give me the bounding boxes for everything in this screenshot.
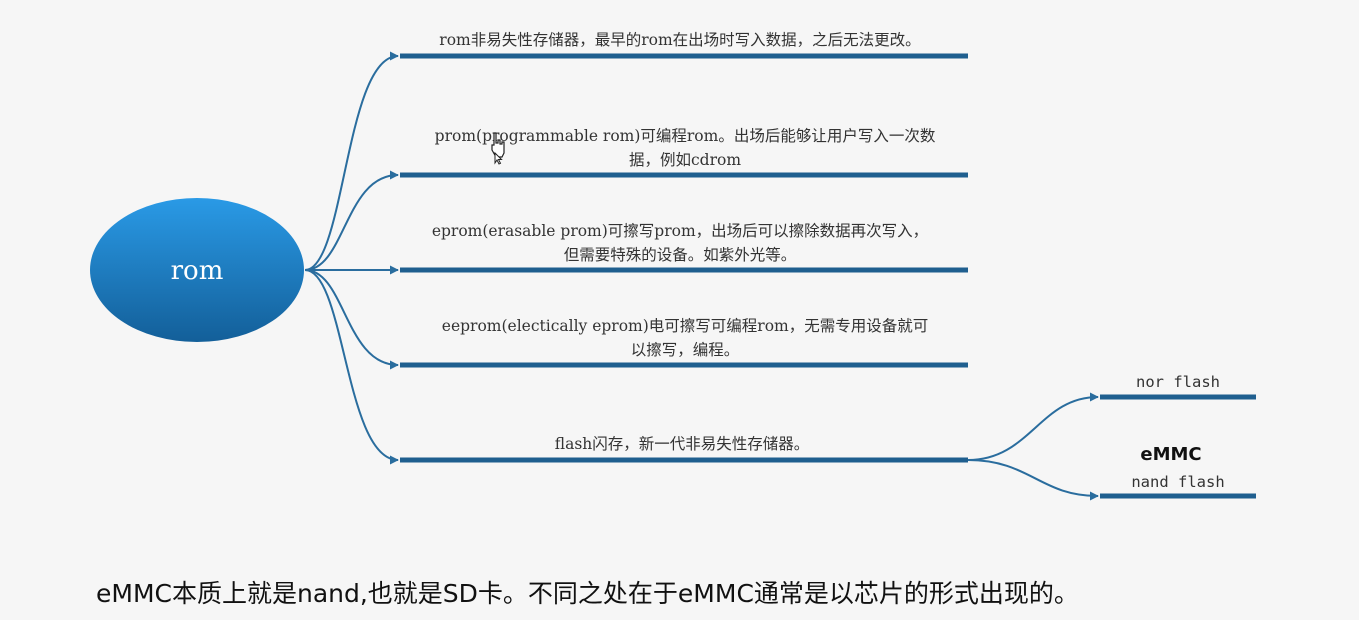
- nor-flash-node[interactable]: nor flash: [1136, 373, 1220, 391]
- root-label: rom: [171, 256, 224, 286]
- nand-flash-label: nand flash: [1131, 473, 1224, 491]
- branch-4-label-line-2: 以擦写，编程。: [631, 341, 740, 359]
- branch-2-label-line-2: 据，例如cdrom: [629, 151, 741, 169]
- connector-branch-2: [304, 170, 399, 271]
- root-node[interactable]: rom: [90, 198, 304, 342]
- connector-branch-5: [304, 269, 399, 465]
- branch-5-node[interactable]: flash闪存，新一代非易失性存储器。: [555, 435, 810, 453]
- branch-1-label: rom非易失性存储器，最早的rom在出场时写入数据，之后无法更改。: [439, 31, 920, 49]
- connectors: [304, 51, 1099, 501]
- branch-3-label-line-2: 但需要特殊的设备。如紫外光等。: [564, 246, 797, 264]
- branch-2-node[interactable]: prom(programmable rom)可编程rom。出场后能够让用户写入一…: [435, 127, 936, 169]
- nand-flash-node[interactable]: nand flash: [1131, 473, 1224, 491]
- connector-branch-1: [304, 51, 399, 271]
- branch-3-label-line-1: eprom(erasable prom)可擦写prom，出场后可以擦除数据再次写…: [432, 222, 928, 240]
- connector-nor-flash: [967, 392, 1099, 461]
- nor-flash-label: nor flash: [1136, 373, 1220, 391]
- branch-4-label-line-1: eeprom(electically eprom)电可擦写可编程rom，无需专用…: [442, 317, 928, 335]
- branch-underlines: [400, 53, 1256, 499]
- branch-3-node[interactable]: eprom(erasable prom)可擦写prom，出场后可以擦除数据再次写…: [432, 222, 928, 264]
- connector-branch-4: [304, 269, 399, 370]
- branch-1-node[interactable]: rom非易失性存储器，最早的rom在出场时写入数据，之后无法更改。: [439, 31, 920, 49]
- emmc-annotation: eMMC: [1140, 444, 1201, 465]
- hand-cursor-icon: [491, 132, 505, 165]
- caption-note: eMMC本质上就是nand,也就是SD卡。不同之处在于eMMC通常是以芯片的形式…: [96, 579, 1079, 608]
- mindmap-diagram: rom rom非易失性存储器，最早的rom在出场时写入数据，之后无法更改。 pr…: [90, 31, 1256, 501]
- branch-2-label-line-1: prom(programmable rom)可编程rom。出场后能够让用户写入一…: [435, 127, 936, 145]
- branch-5-label: flash闪存，新一代非易失性存储器。: [555, 435, 810, 453]
- connector-nand-flash: [967, 459, 1099, 501]
- branch-4-node[interactable]: eeprom(electically eprom)电可擦写可编程rom，无需专用…: [442, 317, 928, 359]
